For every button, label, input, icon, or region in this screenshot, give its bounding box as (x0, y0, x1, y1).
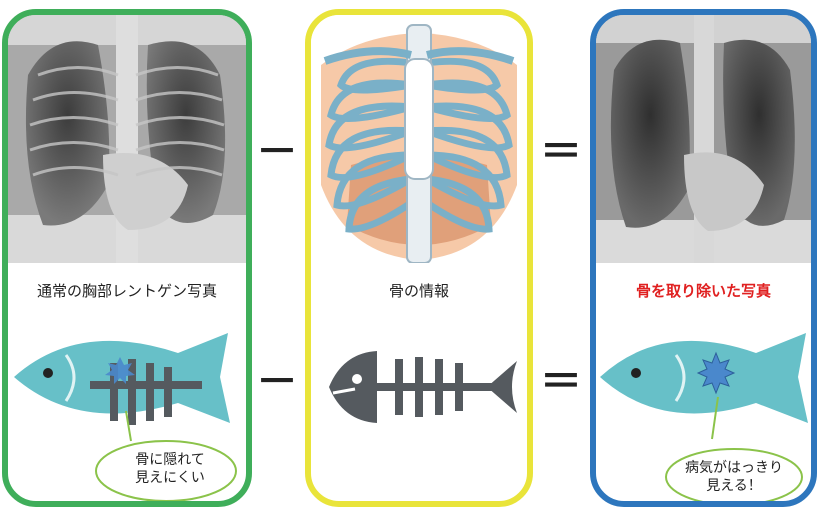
speech-bubble-visible: 病気がはっきり 見える！ (666, 451, 802, 503)
panel-bone-info: 骨の情報 (305, 9, 533, 507)
minus-operator-bottom: － (256, 348, 298, 409)
caption-standard-xray: 通常の胸部レントゲン写真 (8, 281, 246, 301)
ribcage-illustration (311, 15, 527, 263)
bubble-line-1: 骨に隠れて (135, 451, 205, 469)
minus-operator-top: － (256, 118, 298, 179)
chest-xray-image (8, 15, 246, 263)
equals-operator-top: ＝ (540, 118, 582, 179)
speech-bubble-hidden: 骨に隠れて 見えにくい (100, 441, 240, 497)
bubble-line-1: 病気がはっきり (685, 459, 783, 477)
panel-standard-xray: 通常の胸部レントゲン写真 骨に隠れて 見えにくい (2, 9, 252, 507)
caption-bone-info: 骨の情報 (311, 281, 527, 301)
chest-xray-image (596, 15, 811, 263)
fish-skeleton-icon (311, 315, 527, 505)
bubble-line-2: 見えにくい (135, 469, 205, 487)
caption-bone-removed: 骨を取り除いた写真 (596, 281, 811, 301)
bubble-line-2: 見える！ (706, 477, 762, 495)
panel-bone-removed: 骨を取り除いた写真 病気がはっきり 見える！ (590, 9, 817, 507)
equals-operator-bottom: ＝ (540, 348, 582, 409)
